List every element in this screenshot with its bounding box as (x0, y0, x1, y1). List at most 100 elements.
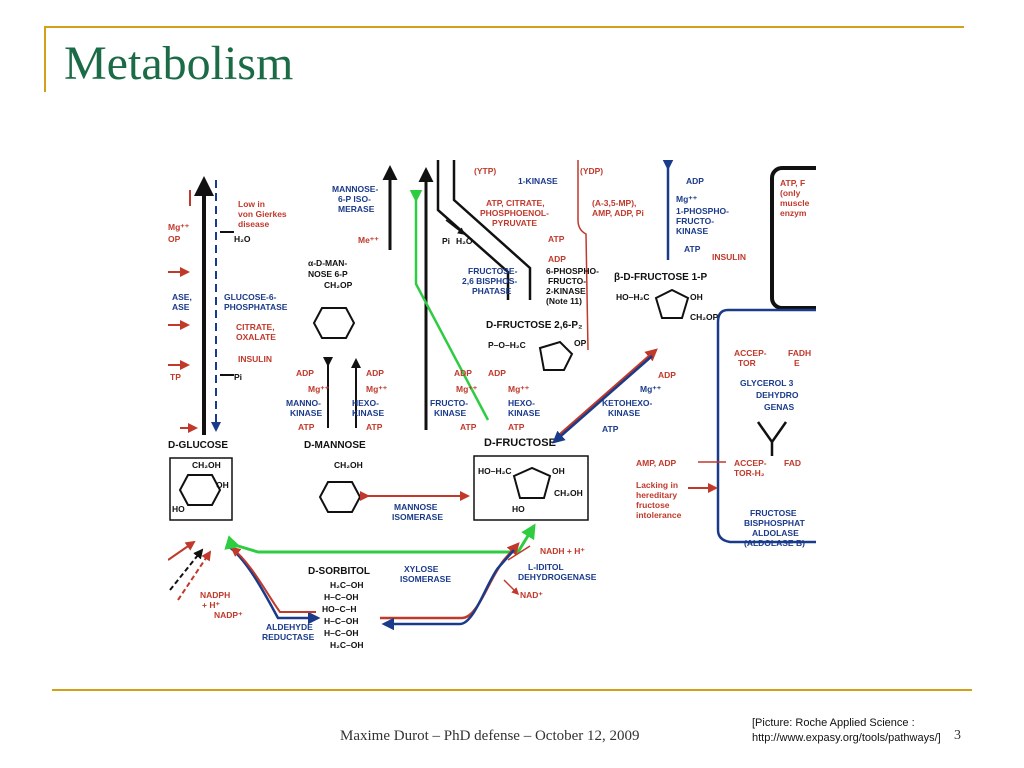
label-tp: TP (170, 372, 181, 382)
label-h2o-1: H₂O (234, 234, 251, 244)
label-pfk2-1: 6-PHOSPHO- (546, 266, 599, 276)
label-mg-khk: Mg⁺⁺ (640, 384, 662, 394)
label-f26p2-op: OP (574, 338, 587, 348)
label-plus-h: + H⁺ (202, 600, 220, 610)
label-mg-manno: Mg⁺⁺ (308, 384, 330, 394)
label-adp-pfk2: ADP (548, 254, 566, 264)
label-adp-khk: ADP (658, 370, 676, 380)
label-glucose-ch2oh: CH₂OH (192, 460, 221, 470)
label-d-fructose: D-FRUCTOSE (484, 437, 556, 449)
label-atp-citrate-3: PYRUVATE (492, 218, 537, 228)
label-lacking-1: Lacking in (636, 480, 678, 490)
label-d-glucose: D-GLUCOSE (168, 440, 228, 451)
image-credit-line-1: [Picture: Roche Applied Science : (752, 717, 915, 729)
label-fructose-ch2oh: CH₂OH (554, 488, 583, 498)
label-l-iditol-2: DEHYDROGENASE (518, 572, 597, 582)
label-mannose6p-ch2op: CH₂OP (324, 280, 353, 290)
label-oxalate: OXALATE (236, 332, 276, 342)
label-ytp: (YTP) (474, 166, 496, 176)
label-a35mp-2: AMP, ADP, Pi (592, 208, 644, 218)
label-nadh: NADH + H⁺ (540, 546, 585, 556)
label-aldolase-2: BISPHOSPHAT (744, 518, 806, 528)
label-khk-1: KETOHEXO- (602, 398, 653, 408)
label-mg-fructo: Mg⁺⁺ (456, 384, 478, 394)
label-d-sorbitol: D-SORBITOL (308, 566, 370, 577)
label-nad: NAD⁺ (520, 590, 543, 600)
top-rule (44, 26, 964, 28)
label-fructokinase-2: KINASE (434, 408, 466, 418)
label-atp-manno: ATP (298, 422, 315, 432)
label-pi-1: Pi (234, 372, 242, 382)
label-hexokinase2-2: KINASE (508, 408, 540, 418)
label-f1p-hoh2c: HO–H₂C (616, 292, 650, 302)
label-adp-manno: ADP (296, 368, 314, 378)
fructokinase-green-path (409, 190, 490, 421)
label-aldolase-3: ALDOLASE (752, 528, 799, 538)
bottom-rule (52, 689, 972, 691)
label-fructose-hoh2c: HO–H₂C (478, 466, 512, 476)
label-glycerol3-2: DEHYDRO (756, 390, 799, 400)
label-m6p-isomerase-1: MANNOSE- (332, 184, 378, 194)
label-mg-hexo2: Mg⁺⁺ (508, 384, 530, 394)
label-ase-1: ASE, (172, 292, 192, 302)
label-adp-pfk1: ADP (686, 176, 704, 186)
label-sorbitol-4: H–C–OH (324, 616, 358, 626)
label-adp-hexo: ADP (366, 368, 384, 378)
label-pfk1-1: 1-PHOSPHO- (676, 206, 729, 216)
label-glucose6-phosphatase-1: GLUCOSE-6- (224, 292, 277, 302)
label-fadh: FADH (788, 348, 811, 358)
label-f26p2-poh2c: P–O–H₂C (488, 340, 526, 350)
label-ydp: (YDP) (580, 166, 603, 176)
label-atp-f: ATP, F (780, 178, 805, 188)
label-atp-khk: ATP (602, 424, 619, 434)
label-a-d-mannose6p-2: NOSE 6-P (308, 269, 348, 279)
label-pfk2-2: FRUCTO- (548, 276, 586, 286)
label-glucose-oh: OH (216, 480, 229, 490)
label-fructose-oh: OH (552, 466, 565, 476)
label-pfk2-3: 2-KINASE (546, 286, 586, 296)
label-acceptor-2: ACCEP- (734, 458, 767, 468)
label-disease: disease (238, 219, 269, 229)
label-atp-citrate-1: ATP, CITRATE, (486, 198, 545, 208)
label-fructose-ho: HO (512, 504, 525, 514)
label-sorbitol-3: HO–C–H (322, 604, 356, 614)
label-mg-1: Mg⁺⁺ (168, 222, 190, 232)
label-pi-2: Pi (442, 236, 450, 246)
label-sorbitol-1: H₂C–OH (330, 580, 364, 590)
label-aldehyde-reductase-2: REDUCTASE (262, 632, 315, 642)
label-1-kinase: 1-KINASE (518, 176, 558, 186)
label-d-mannose: D-MANNOSE (304, 440, 366, 451)
label-mannose-isomerase-1: MANNOSE (394, 502, 438, 512)
label-atp-fructo: ATP (460, 422, 477, 432)
label-mg-hexo: Mg⁺⁺ (366, 384, 388, 394)
label-insulin-1: INSULIN (238, 354, 272, 364)
label-adp-fructo: ADP (454, 368, 472, 378)
label-atp-hexo2: ATP (508, 422, 525, 432)
label-amp-adp: AMP, ADP (636, 458, 676, 468)
label-lacking-2: hereditary (636, 490, 677, 500)
label-mg-pfk1: Mg⁺⁺ (676, 194, 698, 204)
label-nadp: NADP⁺ (214, 610, 243, 620)
label-glucose6-phosphatase-2: PHOSPHATASE (224, 302, 288, 312)
label-m6p-isomerase-3: MERASE (338, 204, 375, 214)
label-m6p-isomerase-2: 6-P ISO- (338, 194, 371, 204)
label-atp-pfk1: ATP (684, 244, 701, 254)
label-acceptor: ACCEP- (734, 348, 767, 358)
label-pfk1-2: FRUCTO- (676, 216, 714, 226)
label-fad: FAD (784, 458, 801, 468)
label-tor: TOR (738, 358, 756, 368)
label-glycerol3-3: GENAS (764, 402, 795, 412)
label-nadph: NADPH (200, 590, 230, 600)
label-f1p-oh: OH (690, 292, 703, 302)
slide-title: Metabolism (64, 37, 294, 90)
metabolism-pathway-diagram: Low in von Gierkes disease Mg⁺⁺ OP H₂O A… (168, 160, 816, 672)
label-atp-pfk2: ATP (548, 234, 565, 244)
label-adp-hexo2: ADP (488, 368, 506, 378)
label-lacking-3: fructose (636, 500, 670, 510)
label-f26bp-3: PHATASE (472, 286, 512, 296)
label-sorbitol-6: H₂C–OH (330, 640, 364, 650)
label-hexokinase-1: HEXO- (352, 398, 379, 408)
label-aldolase-1: FRUCTOSE (750, 508, 797, 518)
label-pfk2-4: (Note 11) (546, 296, 582, 306)
label-ase-2: ASE (172, 302, 190, 312)
